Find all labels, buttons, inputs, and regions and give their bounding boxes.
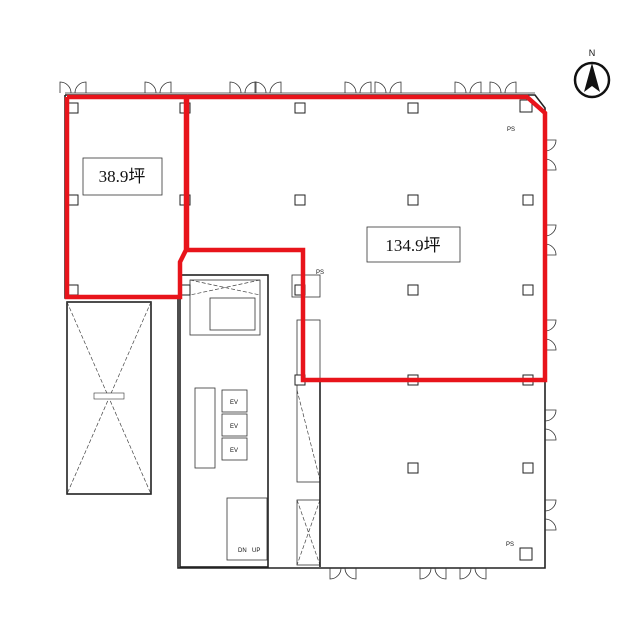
column: [522, 462, 534, 474]
elevator-label: EV: [230, 400, 238, 406]
door-swing-icon: [489, 81, 502, 94]
column: [407, 102, 419, 114]
column: [522, 194, 534, 206]
door-swing-icon: [344, 567, 357, 580]
door-swing-icon: [59, 81, 72, 94]
stairs-upper: [209, 297, 256, 331]
tenant-outline-small: [64, 94, 189, 300]
door-swing-icon: [344, 81, 357, 94]
column: [67, 284, 79, 296]
void-area: [66, 301, 152, 495]
door-swing-icon: [159, 81, 172, 94]
door-swing-icon: [74, 81, 87, 94]
door-swing-icon: [454, 81, 467, 94]
column: [522, 284, 534, 296]
door-swing-icon: [434, 567, 447, 580]
door-swing-icon: [469, 81, 482, 94]
door-swing-icon: [244, 81, 257, 94]
column: [407, 462, 419, 474]
door-swing-icon: [544, 428, 557, 441]
svg-text:38.9坪: 38.9坪: [99, 167, 146, 186]
door-swing-icon: [254, 81, 267, 94]
door-swing-icon: [329, 567, 342, 580]
window-doors: [59, 81, 557, 580]
column: [407, 284, 419, 296]
door-swing-icon: [544, 409, 557, 422]
stairs-down-label: DN: [238, 548, 247, 554]
stairs-up-label: UP: [252, 548, 260, 554]
door-swing-icon: [459, 567, 472, 580]
pipe-shaft: [519, 99, 533, 113]
door-swing-icon: [374, 81, 387, 94]
door-swing-icon: [269, 81, 282, 94]
door-swing-icon: [504, 81, 517, 94]
column: [67, 194, 79, 206]
compass-label: N: [589, 48, 596, 58]
building-core: EV EV EV DN UP PS: [179, 270, 324, 568]
elevator-label: EV: [230, 424, 238, 430]
door-swing-icon: [544, 518, 557, 531]
door-swing-icon: [419, 567, 432, 580]
north-compass-icon: N: [573, 48, 611, 99]
stairs-lower: [226, 497, 268, 561]
tenant-area-label-large: 134.9坪: [366, 226, 461, 263]
elevator-label: EV: [230, 448, 238, 454]
column: [407, 194, 419, 206]
door-swing-icon: [144, 81, 157, 94]
column: [294, 102, 306, 114]
door-swing-icon: [474, 567, 487, 580]
svg-text:134.9坪: 134.9坪: [385, 236, 440, 255]
column: [294, 194, 306, 206]
column: [67, 102, 79, 114]
door-swing-icon: [544, 499, 557, 512]
tenant-outline-large: [184, 94, 548, 383]
door-swing-icon: [359, 81, 372, 94]
door-swing-icon: [229, 81, 242, 94]
door-swing-icon: [389, 81, 402, 94]
shaft-label: PS: [507, 127, 515, 133]
pipe-shaft: [519, 547, 533, 561]
tenant-area-label-small: 38.9坪: [82, 157, 163, 196]
shaft-label: PS: [506, 542, 514, 548]
shaft-label: PS: [316, 270, 324, 276]
